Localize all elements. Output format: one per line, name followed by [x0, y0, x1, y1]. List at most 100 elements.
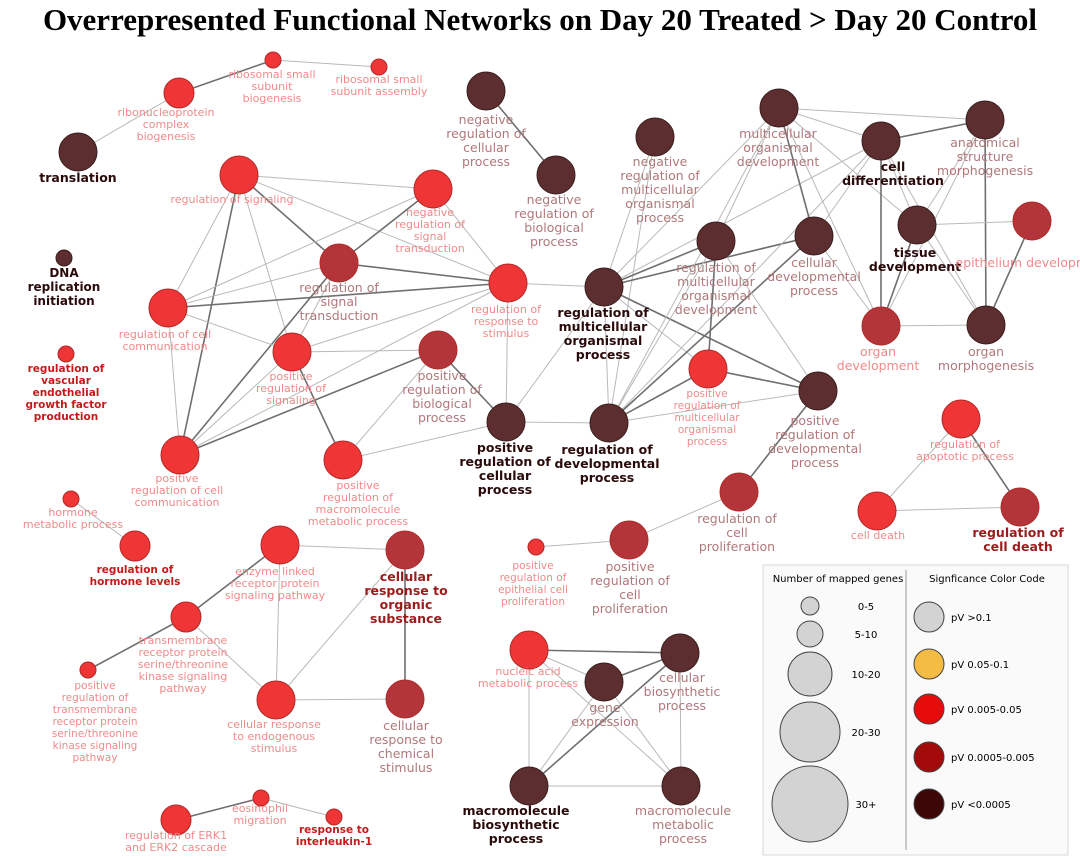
node-cell-differentiation[interactable]	[861, 121, 901, 161]
node-label-line: regulation of	[28, 363, 105, 375]
edge-reg_multicellular-multicellular_dev	[603, 107, 780, 288]
node-label-line: pathway	[72, 752, 117, 764]
edge-neg_reg_signal_transduction-reg_signal_transduction	[338, 188, 434, 264]
node-dna-replication[interactable]	[55, 249, 73, 267]
node-neg-reg-cellular[interactable]	[466, 71, 506, 111]
node-label-line: positive	[686, 388, 727, 400]
node-macromolecule-biosynthetic[interactable]	[509, 766, 549, 806]
node-pos-reg-cellular[interactable]	[486, 402, 526, 442]
node-reg-apoptotic[interactable]	[941, 399, 981, 439]
node-neg-reg-signal-transduction[interactable]	[413, 169, 453, 209]
node-pos-reg-signaling[interactable]	[272, 332, 312, 372]
node-multicellular-dev[interactable]	[759, 88, 799, 128]
node-epithelium-dev[interactable]	[1012, 201, 1052, 241]
node-reg-cell-communication[interactable]	[148, 288, 188, 328]
node-response-il1[interactable]	[325, 808, 343, 826]
node-cellular-response-endogenous[interactable]	[256, 680, 296, 720]
node-label-line: regulation of	[395, 218, 466, 231]
node-ribosomal-small-biogenesis[interactable]	[264, 51, 282, 69]
node-neg-reg-multicellular[interactable]	[635, 117, 675, 157]
edge-reg_cell_proliferation-pos_reg_developmental	[738, 390, 819, 493]
node-pos-reg-epithelial-prolif[interactable]	[527, 538, 545, 556]
node-pos-reg-multicellular[interactable]	[688, 349, 728, 389]
node-label-line: cellular	[791, 255, 838, 270]
node-reg-signal-transduction[interactable]	[319, 243, 359, 283]
node-reg-signaling[interactable]	[219, 155, 259, 195]
node-label-line: subunit	[252, 80, 294, 93]
node-enzyme-linked[interactable]	[260, 525, 300, 565]
node-reg-vegf[interactable]	[57, 345, 75, 363]
node-reg-cell-death[interactable]	[1000, 487, 1040, 527]
node-reg-developmental[interactable]	[589, 403, 629, 443]
node-label-line: process	[791, 455, 839, 470]
node-hormone-metabolic[interactable]	[62, 490, 80, 508]
legend-size-circle-3	[779, 701, 841, 763]
edge-neg_reg_signal_transduction-reg_cell_communication	[167, 188, 434, 309]
node-ribosomal-small-assembly[interactable]	[370, 58, 388, 76]
node-transmembrane-serine[interactable]	[170, 601, 202, 633]
node-tissue-dev[interactable]	[897, 205, 937, 245]
node-cellular-biosynthetic[interactable]	[660, 633, 700, 673]
node-label-line: ribonucleoprotein	[118, 106, 215, 119]
node-label-line: biological	[412, 396, 472, 411]
node-label-line: anatomical	[950, 135, 1019, 150]
node-label-line: metabolic	[652, 817, 714, 832]
node-translation[interactable]	[58, 132, 98, 172]
legend-color-swatch-0	[913, 601, 945, 633]
node-label-line: positive	[790, 413, 839, 428]
node-label-line: macromolecule	[316, 503, 401, 516]
node-label-line: cellular	[479, 468, 532, 483]
node-label-line: communication	[134, 496, 219, 509]
edge-pos_reg_cell_comm-reg_response_stimulus	[179, 282, 509, 456]
node-anatomical-structure[interactable]	[965, 100, 1005, 140]
node-macromolecule-metabolic[interactable]	[661, 766, 701, 806]
node-label-line: nucleic acid	[495, 665, 560, 678]
node-label-line: eosinophil	[232, 802, 288, 815]
legend-size-label-2: 10-20	[851, 670, 880, 681]
node-reg-erk[interactable]	[160, 804, 192, 836]
node-organ-morph[interactable]	[966, 305, 1006, 345]
edge-reg_multicellular-reg_multicellular_dev	[603, 240, 717, 288]
node-pos-reg-biological[interactable]	[418, 330, 458, 370]
node-pos-reg-cell-comm[interactable]	[160, 435, 200, 475]
node-label-line: positive	[417, 368, 466, 383]
edge-reg_signaling-neg_reg_signal_transduction	[238, 174, 434, 190]
node-ribonucleoprotein[interactable]	[163, 77, 195, 109]
node-pos-reg-cell-prolif[interactable]	[609, 520, 649, 560]
node-label-line: multicellular	[674, 412, 740, 424]
node-pos-reg-transmembrane[interactable]	[79, 661, 97, 679]
node-cell-death[interactable]	[857, 491, 897, 531]
node-reg-response-stimulus[interactable]	[488, 263, 528, 303]
node-pos-reg-developmental[interactable]	[798, 371, 838, 411]
node-nucleic-acid-metabolic[interactable]	[509, 630, 549, 670]
node-gene-expression[interactable]	[584, 662, 624, 702]
node-label-line: process	[790, 283, 838, 298]
node-reg-cell-proliferation[interactable]	[719, 472, 759, 512]
node-label-line: communication	[122, 340, 207, 353]
node-cellular-dev[interactable]	[794, 216, 834, 256]
node-label-line: transduction	[300, 308, 379, 323]
edge-reg_multicellular-reg_developmental	[603, 286, 610, 424]
node-neg-reg-biological[interactable]	[536, 155, 576, 195]
node-label-line: negative	[633, 154, 688, 169]
node-reg-multicellular-dev[interactable]	[696, 221, 736, 261]
node-cellular-response-chemical[interactable]	[385, 679, 425, 719]
node-label-line: regulation of	[471, 303, 542, 316]
edge-nucleic_acid_metabolic-cellular_biosynthetic	[528, 649, 681, 654]
edge-pos_reg_macromolecule_metabolic-pos_reg_biological	[342, 349, 439, 461]
node-eosinophil-migration[interactable]	[252, 789, 270, 807]
node-pos-reg-macromolecule-metabolic[interactable]	[323, 440, 363, 480]
node-organ-dev[interactable]	[861, 306, 901, 346]
node-cellular-response-organic[interactable]	[385, 530, 425, 570]
node-label-reg-signaling: regulation of signaling	[170, 193, 293, 206]
node-reg-hormone-levels[interactable]	[119, 530, 151, 562]
node-reg-multicellular[interactable]	[584, 267, 624, 307]
edge-enzyme_linked-cellular_response_endogenous	[275, 544, 281, 701]
